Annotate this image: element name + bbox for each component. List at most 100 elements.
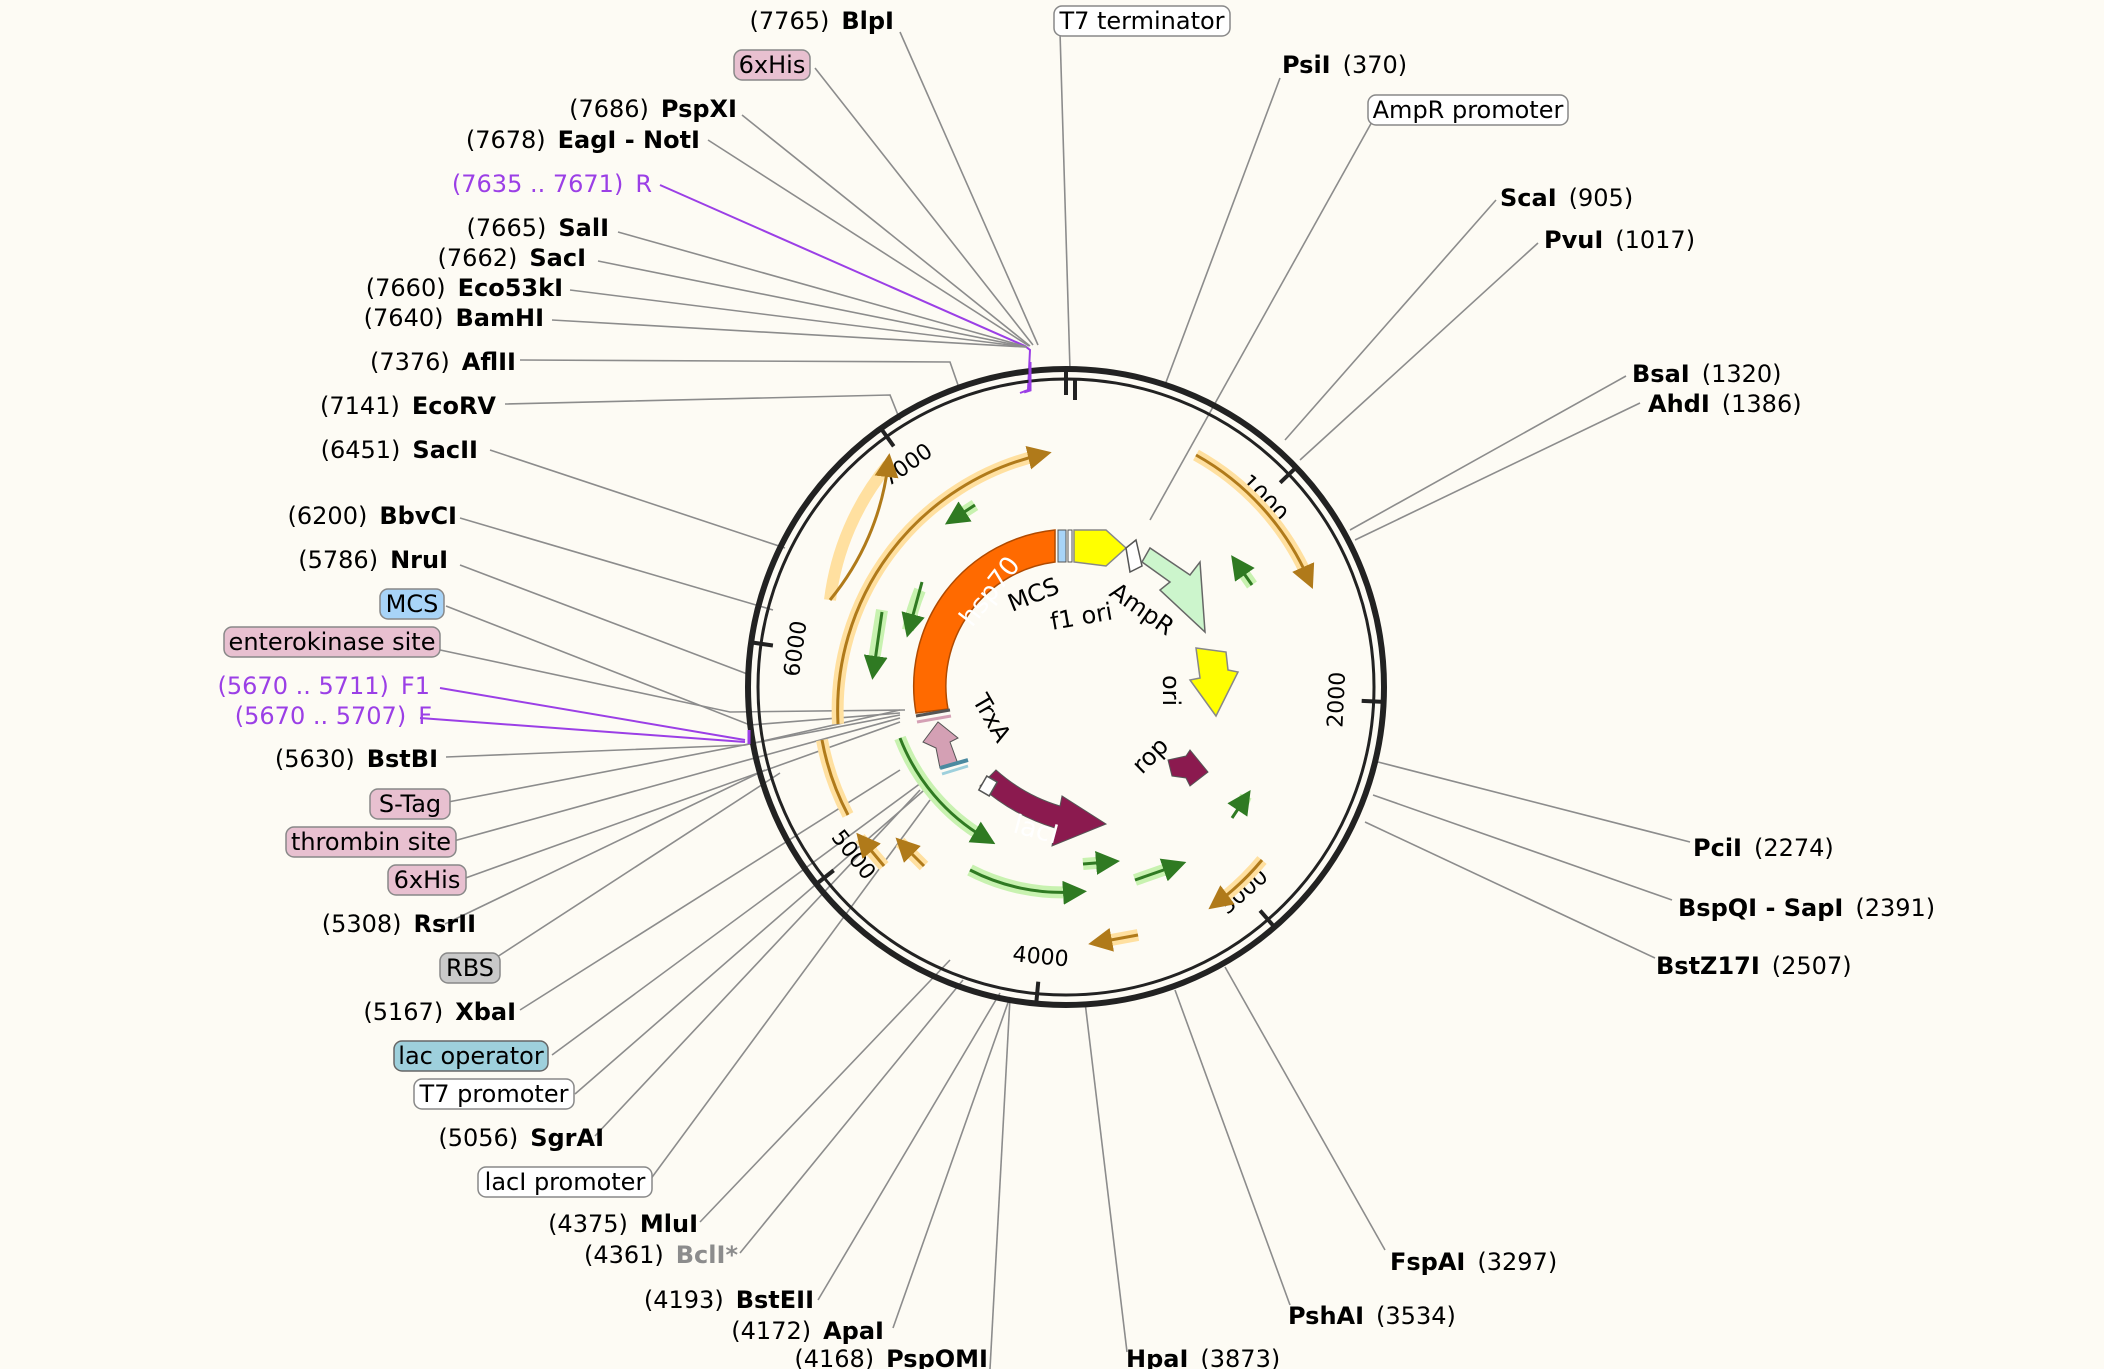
ampr-feature [1141, 546, 1206, 634]
feature-6xhis-top: 6xHis [733, 49, 811, 81]
site-pspomi: (4168)PspOMI [794, 1345, 988, 1369]
orf-arc-3 [1088, 928, 1139, 952]
green-arrow-4 [1134, 858, 1187, 882]
site-eagi-noti: (7678)EagI - NotI [466, 126, 700, 154]
green-arrows [863, 499, 1257, 905]
primer-r: (7635 .. 7671)R [452, 170, 652, 198]
svg-text:T7 promoter: T7 promoter [419, 1080, 569, 1108]
site-pshai: PshAI(3534) [1288, 1302, 1456, 1330]
rop-feature [1167, 749, 1209, 787]
feature-t7-terminator: T7 terminator [1053, 5, 1231, 37]
green-arrow-9 [863, 611, 888, 680]
tick-4000 [1034, 981, 1041, 1004]
site-aflii: (7376)AflII [370, 348, 516, 376]
inner-features [747, 362, 1240, 847]
orf-arc-6 [820, 739, 850, 816]
feature-6xhis-bottom: 6xHis [387, 864, 467, 896]
green-arrow-7 [898, 737, 996, 845]
site-bbvci: (6200)BbvCI [288, 502, 457, 530]
site-sacii: (6451)SacII [321, 436, 478, 464]
svg-text:lac operator: lac operator [398, 1042, 544, 1070]
feature-lac-operator: lac operator [393, 1040, 549, 1072]
site-pspxi: (7686)PspXI [569, 95, 737, 123]
site-psii: PsiI(370) [1282, 51, 1407, 79]
site-sali: (7665)SalI [467, 214, 609, 242]
site-rsrii: (5308)RsrII [322, 910, 476, 938]
rop-label: rop [1126, 732, 1174, 780]
svg-text:S-Tag: S-Tag [379, 790, 441, 818]
green-arrow-2 [1231, 555, 1255, 586]
site-hpai: HpaI(3873) [1126, 1345, 1280, 1369]
site-pcii: PciI(2274) [1693, 834, 1834, 862]
site-bspqi-sapi: BspQI - SapI(2391) [1678, 894, 1935, 922]
site-bsai: BsaI(1320) [1632, 360, 1782, 388]
svg-text:AmpR promoter: AmpR promoter [1373, 96, 1564, 124]
site-bamhi: (7640)BamHI [364, 304, 544, 332]
svg-text:6xHis: 6xHis [394, 866, 461, 894]
site-pvui: PvuI(1017) [1544, 226, 1695, 254]
orf-arc-5 [828, 453, 899, 601]
svg-text:enterokinase site: enterokinase site [229, 628, 436, 656]
green-arrow-8 [901, 581, 925, 638]
tick-label-2000: 2000 [1323, 671, 1351, 728]
tick-3000 [1258, 909, 1277, 929]
green-arrow-5 [1082, 850, 1120, 875]
site-fspai: FspAI(3297) [1390, 1248, 1557, 1276]
laci-feature [979, 769, 1108, 847]
feature-laci-promoter: lacI promoter [477, 1166, 653, 1198]
orf-arc-7 [856, 832, 886, 867]
site-apai: (4172)ApaI [731, 1317, 884, 1345]
tick-6000 [750, 640, 774, 648]
primer-labels: (7635 .. 7671)R (5670 .. 5711)F1 (5670 .… [218, 170, 652, 730]
site-bcli: (4361)BclI* [584, 1241, 738, 1269]
feature-ampr-promoter: AmpR promoter [1367, 94, 1569, 126]
feature-mcs: MCS [379, 588, 445, 620]
site-bstbi: (5630)BstBI [275, 745, 438, 773]
feature-box-labels: T7 terminator 6xHis AmpR promoter MCS en… [223, 5, 1569, 1198]
tick-5000 [815, 868, 835, 886]
svg-text:T7 terminator: T7 terminator [1058, 7, 1224, 35]
site-ecorv: (7141)EcoRV [320, 392, 496, 420]
site-xbai: (5167)XbaI [363, 998, 516, 1026]
svg-text:lacI promoter: lacI promoter [485, 1168, 646, 1196]
f1ori-feature [1073, 529, 1128, 567]
site-ahdi: AhdI(1386) [1648, 390, 1802, 418]
tick-1000 [1278, 466, 1298, 485]
f1ori-label: f1 ori [1048, 597, 1114, 635]
green-arrow-3 [1227, 790, 1251, 819]
feature-t7-promoter: T7 promoter [413, 1078, 575, 1110]
site-mlui: (4375)MluI [548, 1210, 698, 1238]
site-saci: (7662)SacI [438, 244, 586, 272]
orf-arcs [816, 446, 1315, 952]
orf-arc-1 [1195, 453, 1315, 589]
green-arrow-6 [969, 868, 1087, 905]
tick-label-4000: 4000 [1011, 942, 1069, 972]
feature-thrombin-site: thrombin site [285, 826, 457, 858]
site-scai: ScaI(905) [1500, 184, 1633, 212]
ori-label: ori [1157, 675, 1185, 706]
site-eco53ki: (7660)Eco53kI [366, 274, 563, 302]
orf-arc-2 [1208, 859, 1264, 910]
site-labels: (7765)BlpI PsiI(370) (7686)PspXI (7678)E… [275, 7, 1935, 1369]
svg-text:MCS: MCS [386, 590, 439, 618]
hsp70-feature [912, 529, 1056, 714]
site-bstz17i: BstZ17I(2507) [1656, 952, 1852, 980]
orf-arc-4 [836, 446, 1052, 725]
trxa-feature [922, 721, 959, 769]
site-nrui: (5786)NruI [298, 546, 448, 574]
mcs-feature [1057, 529, 1067, 563]
primer-f: (5670 .. 5707)F [235, 702, 432, 730]
tick-2000 [1361, 698, 1384, 704]
site-blpi: (7765)BlpI [750, 7, 894, 35]
ampr-promoter-feature [1125, 538, 1143, 574]
svg-text:thrombin site: thrombin site [291, 828, 451, 856]
feature-s-tag: S-Tag [369, 788, 451, 820]
trxa-label: TrxA [966, 688, 1017, 748]
site-bsteii: (4193)BstEII [644, 1286, 814, 1314]
orf-arc-8 [895, 837, 926, 868]
ori-feature [1188, 647, 1240, 718]
site-sgrai: (5056)SgrAI [438, 1124, 604, 1152]
feature-enterokinase-site: enterokinase site [223, 626, 441, 658]
green-arrow-1 [944, 501, 976, 525]
